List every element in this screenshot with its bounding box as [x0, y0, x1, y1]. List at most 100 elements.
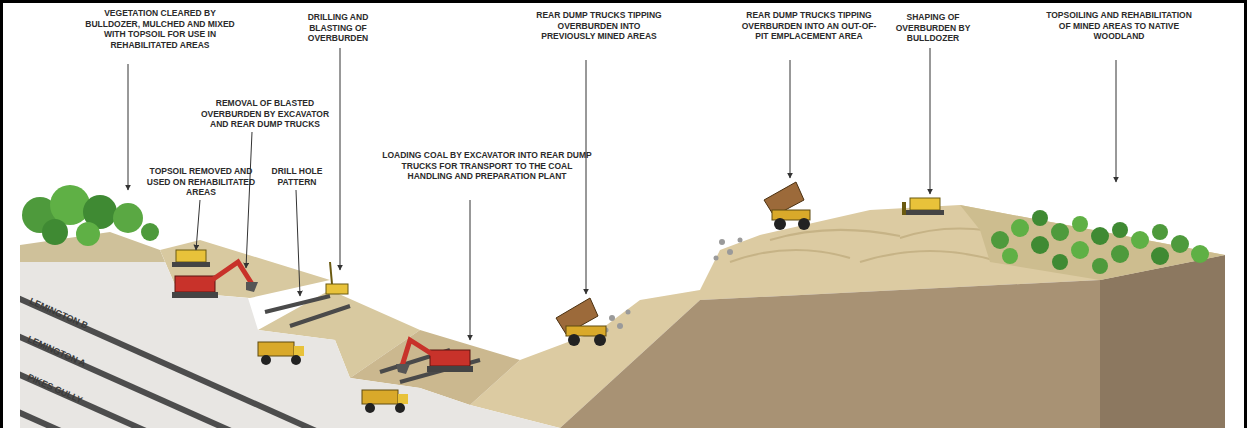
- rock: [727, 249, 733, 255]
- drill-rig: [326, 262, 348, 294]
- native-trees-right: [991, 210, 1209, 274]
- rock: [609, 315, 615, 321]
- rock: [719, 239, 725, 245]
- truck-wheel: [261, 355, 271, 365]
- excavator-arm: [402, 340, 432, 366]
- truck-cab: [398, 394, 408, 404]
- leader-arrow: [196, 200, 200, 250]
- callout-label: TOPSOIL REMOVED AND USED ON REHABILITATE…: [145, 166, 257, 198]
- tree: [1091, 227, 1109, 245]
- callout-label: TOPSOILING AND REHABILITATION OF MINED A…: [1046, 10, 1192, 42]
- coal-seam: [0, 328, 480, 428]
- leader-arrow: [128, 64, 129, 190]
- rock: [617, 323, 623, 329]
- tree: [1071, 241, 1089, 259]
- tree: [1151, 247, 1169, 265]
- callout-label: LOADING COAL BY EXCAVATOR INTO REAR DUMP…: [380, 150, 594, 182]
- coal-seams: [0, 290, 520, 428]
- excavator: [396, 340, 473, 374]
- bulldozer-body: [176, 250, 206, 262]
- truck-wheel: [568, 334, 580, 346]
- rehab-surface: [960, 205, 1225, 280]
- tree: [1011, 219, 1029, 237]
- tree: [991, 231, 1009, 249]
- leader-arrow: [340, 48, 341, 270]
- excavator-track: [427, 366, 473, 372]
- tree: [113, 203, 143, 233]
- tree: [1191, 245, 1209, 263]
- native-trees-left: [22, 185, 159, 246]
- bulldozer: [172, 250, 210, 267]
- tree: [1002, 248, 1018, 264]
- leader-arrow: [296, 190, 300, 296]
- truck-bed: [258, 342, 294, 356]
- truck-cab: [294, 346, 304, 356]
- leader-arrows: [128, 48, 1116, 340]
- coal-seam: [0, 404, 400, 428]
- truck-wheel: [594, 334, 606, 346]
- leader-arrow: [586, 60, 587, 294]
- leader-arrow: [1116, 60, 1117, 182]
- truck-wheel: [798, 218, 810, 230]
- bench-top: [160, 240, 330, 298]
- seam-label: LEMINGTON B: [28, 296, 89, 331]
- truck-wheel: [365, 403, 375, 413]
- tree: [1131, 231, 1149, 249]
- spoil-side-face: [1100, 255, 1225, 428]
- seam-label: LEMINGTON A: [26, 334, 87, 369]
- callout-label: DRILLING AND BLASTING OF OVERBURDEN: [292, 12, 384, 44]
- tree: [1111, 245, 1129, 263]
- tree: [1052, 254, 1068, 270]
- coal-seam: [0, 366, 440, 428]
- callout-label: REAR DUMP TRUCKS TIPPING OVERBURDEN INTO…: [532, 10, 666, 42]
- tree: [1032, 210, 1048, 226]
- leader-arrow: [470, 200, 471, 340]
- truck-wheel: [774, 218, 786, 230]
- rock: [738, 238, 743, 243]
- rear-dump-truck: [258, 342, 304, 365]
- excavator-body: [175, 276, 215, 292]
- pit-wall-face: [20, 262, 560, 428]
- tree: [42, 219, 68, 245]
- tree: [1152, 224, 1168, 240]
- excavator-body: [430, 350, 470, 366]
- tree: [1051, 223, 1069, 241]
- rock: [714, 256, 719, 261]
- tree: [76, 222, 100, 246]
- bulldozer: [902, 198, 944, 215]
- tree: [1171, 235, 1189, 253]
- truck-bed: [362, 390, 398, 404]
- rear-dump-truck: [362, 390, 408, 413]
- tree: [1072, 216, 1088, 232]
- tree: [1031, 236, 1049, 254]
- coal-seam: [0, 290, 520, 428]
- tipped-rubble: [604, 238, 743, 333]
- callout-label: REMOVAL OF BLASTED OVERBURDEN BY EXCAVAT…: [192, 98, 338, 130]
- bulldozer-track: [172, 262, 210, 267]
- tree: [50, 185, 90, 225]
- tree: [1112, 222, 1128, 238]
- excavator-bucket: [246, 282, 258, 292]
- tree: [1092, 258, 1108, 274]
- rear-dump-truck: [764, 182, 810, 230]
- bulldozer-blade: [902, 202, 906, 215]
- seam-label: PIKES GULLY: [26, 372, 84, 405]
- tree: [141, 223, 159, 241]
- leader-arrow: [930, 48, 931, 194]
- truck-wheel: [291, 355, 301, 365]
- leader-arrow: [246, 132, 252, 268]
- excavator-bucket: [396, 364, 410, 374]
- excavator-track: [172, 292, 218, 298]
- callout-label: SHAPING OF OVERBURDEN BY BULLDOZER: [884, 12, 982, 44]
- spoil-surface: [470, 205, 1225, 428]
- rear-dump-truck: [556, 298, 606, 346]
- callout-label: VEGETATION CLEARED BY BULLDOZER, MULCHED…: [80, 8, 240, 51]
- callout-label: DRILL HOLE PATTERN: [266, 166, 328, 187]
- bulldozer-track: [906, 210, 944, 215]
- drill-mast: [330, 262, 332, 284]
- callout-label: REAR DUMP TRUCKS TIPPING OVERBURDEN INTO…: [736, 10, 882, 42]
